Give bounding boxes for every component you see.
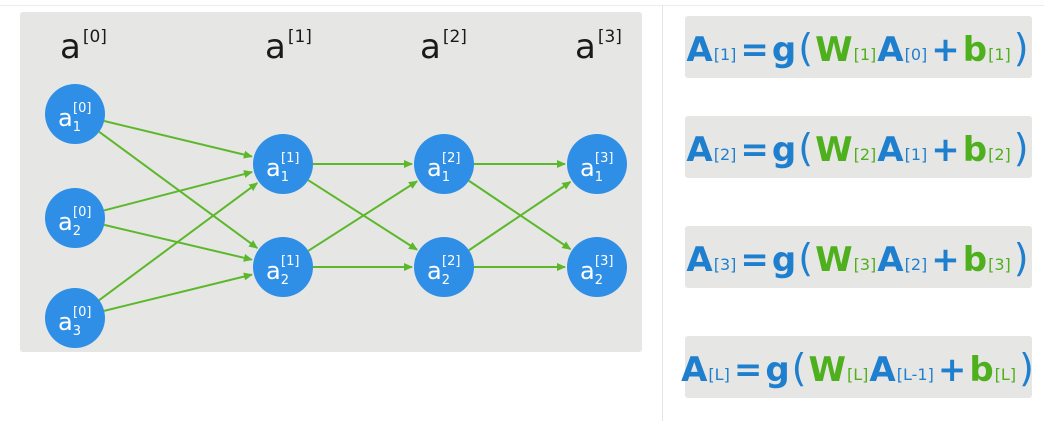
svg-text:a1[0]: a1[0] [58,101,91,135]
svg-text:a1[3]: a1[3] [580,151,613,185]
layer-label-3: a[3] [575,27,622,67]
edge-l0-n3-to-n1 [98,182,259,301]
layer-labels: a[0] a[1] a[2] a[3] [60,27,622,67]
network-diagram: a[0] a[1] a[2] a[3] a1[0] a2[0] a3[0] a1… [45,27,627,348]
neuron-nodes: a1[0] a2[0] a3[0] a1[1] a2[1] a [45,84,627,348]
svg-text:a2[3]: a2[3] [580,254,613,288]
equation-1: A[1]=g(W[1]A[0]+b[1]) [686,26,1029,70]
edge-l2-n2-to-n1 [468,181,572,252]
neuron-a2-0: a2[0] [45,188,105,248]
edge-l0-n1-to-n1 [103,120,253,159]
layer-label-2: a[2] [420,27,467,67]
neuron-a1-1: a1[1] [253,134,313,194]
network-diagram-panel: a[0] a[1] a[2] a[3] a1[0] a2[0] a3[0] a1… [20,12,642,352]
edge-l0-n1-to-n2 [98,130,259,249]
layer-label-1: a[1] [265,27,312,67]
svg-text:a2[1]: a2[1] [266,254,299,288]
neuron-a2-3: a2[3] [567,237,627,297]
edge-l1-n2-to-n1 [307,180,418,252]
neuron-a1-0: a1[0] [45,84,105,144]
equation-4: A[L]=g(W[L]A[L-1]+b[L]) [681,346,1034,390]
vertical-divider [662,5,663,421]
neuron-a1-3: a1[3] [567,134,627,194]
equation-3: A[3]=g(W[3]A[2]+b[3]) [686,236,1029,280]
connection-edges [98,120,572,312]
neuron-a2-1: a2[1] [253,237,313,297]
svg-text:a1[2]: a1[2] [427,151,460,185]
equation-box-1: A[1]=g(W[1]A[0]+b[1]) [685,16,1032,78]
layer-label-0: a[0] [60,27,107,67]
svg-text:a2[2]: a2[2] [427,254,460,288]
top-rule [0,5,1044,6]
neuron-a2-2: a2[2] [414,237,474,297]
edge-l0-n2-to-n1 [103,170,253,212]
equation-box-3: A[3]=g(W[3]A[2]+b[3]) [685,226,1032,288]
equation-2: A[2]=g(W[2]A[1]+b[2]) [686,126,1029,170]
svg-text:a1[1]: a1[1] [266,151,299,185]
neuron-a1-2: a1[2] [414,134,474,194]
svg-text:a2[0]: a2[0] [58,205,91,239]
svg-text:a3[0]: a3[0] [58,305,91,339]
equation-box-4: A[L]=g(W[L]A[L-1]+b[L]) [681,336,1034,398]
edge-l0-n3-to-n2 [103,272,253,312]
equation-box-2: A[2]=g(W[2]A[1]+b[2]) [685,116,1032,178]
neuron-a3-0: a3[0] [45,288,105,348]
